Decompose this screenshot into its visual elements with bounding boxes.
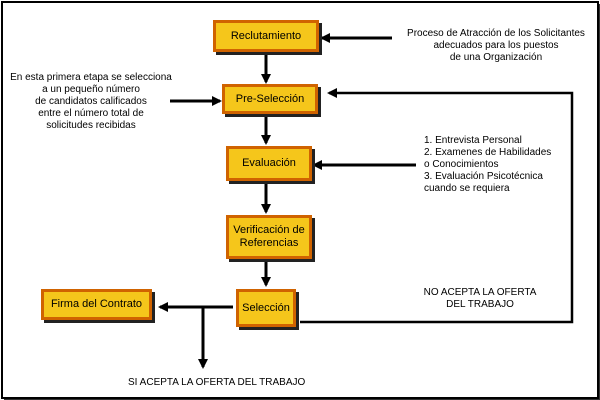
- box-verificacion: Verificación de Referencias: [226, 215, 312, 259]
- box-preseleccion: Pre-Selección: [222, 84, 318, 114]
- arrow-loop-no-acepta: [300, 88, 574, 324]
- note-no-acepta: NO ACEPTA LA OFERTA DEL TRABAJO: [423, 287, 537, 310]
- box-verificacion-label: Verificación de Referencias: [233, 224, 305, 249]
- note-preseleccion: En esta primera etapa se selecciona a un…: [10, 72, 172, 131]
- box-evaluacion: Evaluación: [226, 146, 312, 181]
- note-evaluacion: 1. Entrevista Personal 2. Examenes de Ha…: [424, 135, 552, 194]
- box-firma-contrato: Firma del Contrato: [41, 289, 152, 320]
- box-preseleccion-label: Pre-Selección: [235, 92, 305, 105]
- note-si-acepta: SI ACEPTA LA OFERTA DEL TRABAJO: [128, 377, 306, 388]
- box-seleccion-label: Selección: [242, 301, 290, 314]
- box-reclutamiento: Reclutamiento: [213, 20, 319, 52]
- box-seleccion: Selección: [236, 289, 296, 327]
- box-firma-contrato-label: Firma del Contrato: [50, 298, 143, 310]
- note-reclutamiento: Proceso de Atracción de los Solicitantes…: [407, 28, 585, 63]
- box-evaluacion-label: Evaluación: [242, 157, 296, 169]
- box-reclutamiento-label: Reclutamiento: [230, 29, 302, 42]
